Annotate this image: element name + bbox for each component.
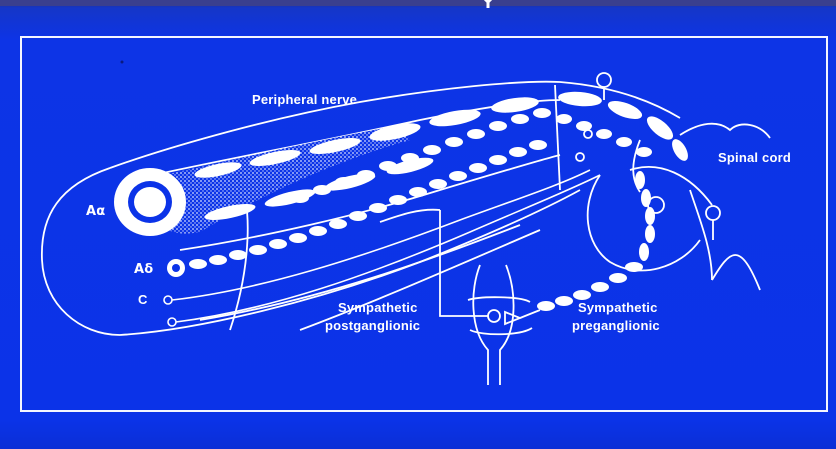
a-delta-label: Aδ bbox=[134, 262, 153, 277]
spinal-cord-label: Spinal cord bbox=[718, 150, 791, 165]
c-fiber-label: C bbox=[138, 292, 148, 307]
peripheral-nerve-label: Peripheral nerve bbox=[252, 92, 357, 107]
sympathetic-post-label-1: Sympathetic bbox=[338, 300, 418, 315]
sympathetic-pre-label-1: Sympathetic bbox=[578, 300, 658, 315]
preganglionic-chain bbox=[537, 171, 655, 311]
sympathetic-post-label-2: postganglionic bbox=[325, 318, 420, 333]
sympathetic-pre-label-2: preganglionic bbox=[572, 318, 660, 333]
a-alpha-label: Aα bbox=[86, 204, 105, 219]
